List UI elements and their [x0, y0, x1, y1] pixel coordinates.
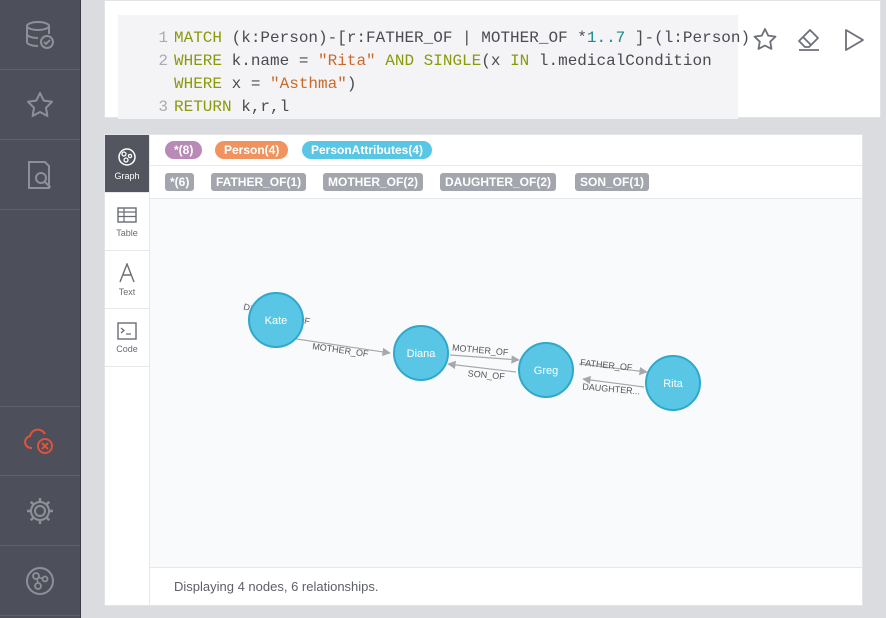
- code-token: k.name =: [231, 52, 319, 70]
- code-token: k,r,l: [241, 98, 290, 116]
- graph-view-icon: [118, 147, 136, 166]
- code-line: WHERE x = "Asthma"): [174, 75, 356, 93]
- neo4j-browser-icon: [26, 566, 54, 595]
- database-button[interactable]: [0, 0, 80, 70]
- documents-button[interactable]: [0, 140, 80, 210]
- relationship[interactable]: SON_OF: [447, 360, 517, 382]
- node-label: Rita: [663, 378, 683, 390]
- code-token: l.medicalCondition: [529, 52, 712, 70]
- relationship-types-legend: *(6) FATHER_OF(1) MOTHER_OF(2) DAUGHTER_…: [150, 166, 862, 199]
- document-search-icon: [28, 160, 52, 189]
- graph-node[interactable]: Rita: [645, 355, 701, 411]
- rel-label: FATHER_OF: [580, 357, 634, 372]
- eraser-icon: [798, 29, 819, 51]
- rel-type-mother-of[interactable]: MOTHER_OF(2): [323, 173, 423, 191]
- code-line: WHERE k.name = "Rita" AND SINGLE(x IN l.…: [174, 52, 712, 70]
- code-view-icon: [117, 321, 137, 340]
- tab-table-label: Table: [116, 227, 138, 238]
- line-number: 1: [158, 29, 168, 47]
- tab-graph-label: Graph: [114, 170, 140, 181]
- node-labels-legend: *(8) Person(4) PersonAttributes(4): [150, 135, 862, 166]
- node-label: Greg: [534, 365, 558, 377]
- relationship[interactable]: MOTHER_OF: [449, 343, 520, 364]
- cloud-disconnected-icon: [24, 428, 53, 454]
- code-token: "Rita": [318, 52, 376, 70]
- rel-label: SON_OF: [467, 368, 505, 381]
- graph-node[interactable]: Kate: [248, 292, 304, 348]
- rel-type-all[interactable]: *(6): [165, 173, 195, 191]
- code-token: IN: [510, 52, 530, 70]
- play-icon: [845, 29, 864, 51]
- rel-type-daughter-of[interactable]: DAUGHTER_OF(2): [440, 173, 557, 191]
- tab-text-label: Text: [118, 286, 136, 297]
- rel-label: MOTHER_OF: [312, 341, 370, 359]
- star-icon: [753, 28, 777, 50]
- line-number: 2: [158, 52, 168, 70]
- code-line: MATCH (k:Person)-[r:FATHER_OF | MOTHER_O…: [174, 29, 750, 47]
- cypher-editor[interactable]: 1 MATCH (k:Person)-[r:FATHER_OF | MOTHER…: [118, 15, 750, 119]
- favorites-star-icon: [27, 91, 53, 117]
- node-label: Kate: [265, 315, 288, 327]
- settings-gear-icon: [27, 497, 53, 524]
- tab-graph[interactable]: Graph: [105, 135, 149, 193]
- view-tabs: Graph Table Text Code: [105, 135, 150, 605]
- code-token: ]-(l:Person): [625, 29, 751, 47]
- text-view-icon: [119, 262, 135, 282]
- line-number: 3: [158, 98, 168, 116]
- rel-type-father-of[interactable]: FATHER_OF(1): [211, 173, 307, 191]
- node-label-person-attributes[interactable]: PersonAttributes(4): [302, 141, 433, 159]
- rel-label: DAUGHTER...: [582, 382, 641, 397]
- code-token: MATCH: [174, 29, 232, 47]
- relationship[interactable]: DAUGHTER...: [582, 375, 645, 397]
- code-token: 1..7: [586, 29, 626, 47]
- code-token: AND SINGLE: [375, 52, 482, 70]
- code-token: x =: [231, 75, 271, 93]
- rel-type-son-of[interactable]: SON_OF(1): [575, 173, 650, 191]
- tab-code[interactable]: Code: [105, 309, 149, 367]
- connection-status-button[interactable]: [0, 406, 80, 476]
- code-token: ): [346, 75, 357, 93]
- favorite-query-button[interactable]: [750, 25, 780, 55]
- code-token: "Asthma": [270, 75, 347, 93]
- code-token: (k:Person)-[r:FATHER_OF | MOTHER_OF *: [231, 29, 587, 47]
- tab-text[interactable]: Text: [105, 251, 149, 309]
- result-frame: Graph Table Text Code *(8) Person(4) Per…: [104, 134, 863, 606]
- graph-node[interactable]: Diana: [393, 325, 449, 381]
- query-editor-panel: 1 MATCH (k:Person)-[r:FATHER_OF | MOTHER…: [104, 0, 881, 119]
- rel-label: MOTHER_OF: [452, 343, 510, 358]
- status-bar: Displaying 4 nodes, 6 relationships.: [150, 567, 862, 605]
- clear-editor-button[interactable]: [794, 25, 824, 55]
- code-token: (x: [481, 52, 511, 70]
- code-token: RETURN: [174, 98, 242, 116]
- node-label: Diana: [407, 348, 437, 360]
- table-view-icon: [117, 206, 137, 223]
- code-token: WHERE: [174, 52, 232, 70]
- left-sidebar: [0, 0, 81, 618]
- relationship[interactable]: FATHER_OF: [578, 357, 648, 376]
- tab-table[interactable]: Table: [105, 193, 149, 251]
- run-query-button[interactable]: [839, 25, 869, 55]
- graph-canvas[interactable]: DAUGHTER_OF MOTHER_OF MOTHER_OF SON_OF F…: [150, 199, 862, 567]
- node-label-all[interactable]: *(8): [165, 141, 203, 159]
- code-token: WHERE: [174, 75, 232, 93]
- code-line: RETURN k,r,l: [174, 98, 289, 116]
- database-icon: [26, 20, 54, 49]
- node-label-person[interactable]: Person(4): [215, 141, 289, 159]
- about-button[interactable]: [0, 546, 80, 616]
- favorites-button[interactable]: [0, 70, 80, 140]
- graph-node[interactable]: Greg: [518, 342, 574, 398]
- settings-button[interactable]: [0, 476, 80, 546]
- tab-code-label: Code: [116, 343, 138, 354]
